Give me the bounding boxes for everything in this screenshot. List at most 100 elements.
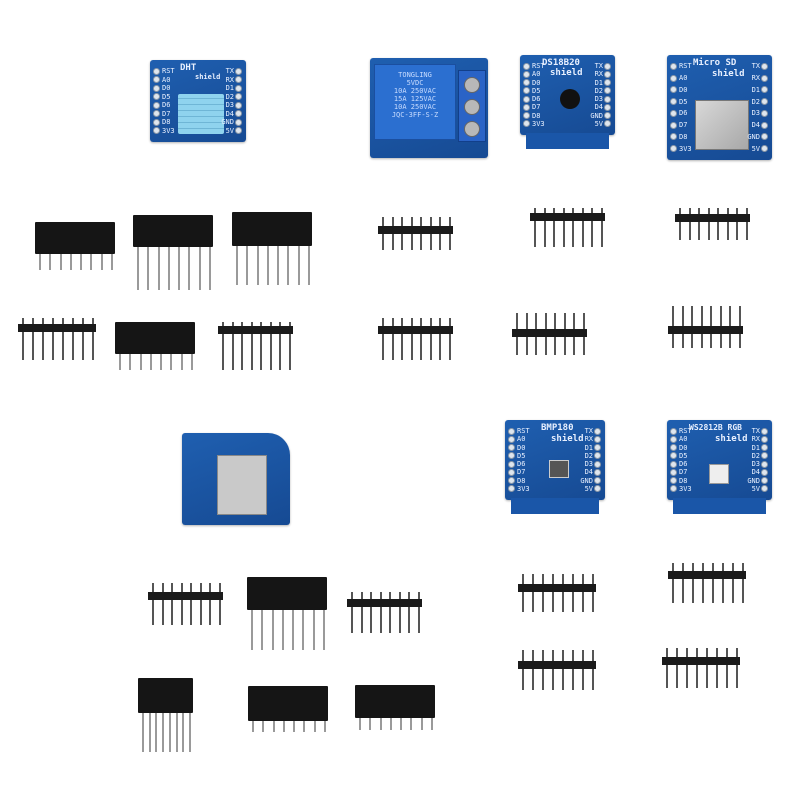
pin-leg	[198, 247, 201, 290]
pin-leg	[534, 208, 536, 247]
male-pin-header	[668, 563, 746, 603]
pin-hole	[153, 76, 160, 84]
pin-leg	[379, 718, 382, 730]
pin-label: RX	[225, 75, 234, 84]
pin-leg	[726, 648, 728, 688]
pin-label: D6	[517, 460, 526, 469]
pin-leg	[148, 713, 151, 752]
pin-hole	[670, 452, 677, 460]
pin-leg	[302, 610, 305, 650]
pin-label: D4	[584, 468, 593, 477]
rgb-led	[709, 464, 729, 484]
header-strip	[148, 592, 223, 600]
esp8266-module	[217, 455, 267, 515]
pin-hole	[604, 87, 611, 95]
pin-label: 3V3	[679, 484, 692, 493]
pin-leg	[572, 208, 575, 247]
pin-leg	[679, 208, 681, 240]
pin-leg	[231, 322, 234, 370]
male-pin-header	[378, 217, 453, 250]
pin-leg	[736, 648, 738, 688]
pin-hole	[761, 468, 768, 476]
pin-hole	[523, 119, 530, 127]
pin-column	[594, 428, 602, 492]
header-body	[355, 685, 435, 718]
pin-leg	[359, 718, 361, 730]
pin-leg	[188, 247, 191, 290]
pin-label: D1	[594, 78, 603, 87]
pin-leg	[418, 592, 420, 633]
pin-leg	[262, 721, 265, 732]
pin-label: 3V3	[162, 126, 175, 135]
board-subtitle: shield	[712, 69, 745, 79]
pin-leg	[581, 208, 584, 247]
pin-label: D7	[679, 468, 688, 477]
pin-hole	[235, 76, 242, 84]
pin-hole	[235, 101, 242, 109]
male-pin-header	[675, 208, 750, 240]
pin-hole	[508, 428, 515, 435]
pin-leg	[410, 718, 413, 730]
pin-leg	[182, 713, 185, 752]
pin-label: 5V	[751, 144, 760, 153]
pin-leg	[293, 721, 296, 732]
pin-hole	[670, 133, 677, 141]
pin-leg	[170, 354, 173, 370]
pin-hole	[670, 428, 677, 435]
pin-leg	[272, 721, 275, 732]
pin-label: D4	[225, 109, 234, 118]
pin-label: D1	[584, 443, 593, 452]
male-pin-header	[347, 592, 422, 633]
pin-label: D5	[517, 451, 526, 460]
female-pin-header	[247, 577, 327, 650]
pin-leg	[522, 574, 524, 612]
pin-leg	[22, 318, 24, 360]
screw-icon	[464, 77, 480, 93]
pin-hole	[670, 144, 677, 152]
pin-hole	[761, 484, 768, 492]
pin-leg	[591, 208, 594, 247]
pin-leg	[420, 318, 423, 360]
pin-hole	[670, 86, 677, 94]
pin-hole	[670, 436, 677, 444]
pin-leg	[601, 208, 603, 247]
pin-hole	[594, 444, 601, 452]
pin-hole	[594, 428, 601, 435]
pin-leg	[449, 318, 451, 360]
pin-hole	[508, 444, 515, 452]
pin-label: D6	[532, 95, 541, 104]
pin-leg	[666, 648, 668, 688]
relay-text: 10A 250VAC	[393, 103, 437, 111]
female-pin-header	[248, 686, 328, 732]
pin-label: A0	[532, 70, 541, 79]
pin-hole	[670, 484, 677, 492]
pin-hole	[508, 460, 515, 468]
pin-leg	[542, 650, 544, 690]
pin-leg	[726, 208, 729, 240]
pin-leg	[688, 208, 691, 240]
pin-leg	[553, 208, 556, 247]
pin-label: 3V3	[532, 119, 545, 128]
pin-leg	[52, 318, 54, 360]
pin-leg	[292, 610, 295, 650]
pin-leg	[180, 354, 183, 370]
pin-leg	[92, 318, 94, 360]
pin-hole	[594, 476, 601, 484]
pin-leg	[439, 318, 442, 360]
pin-hole	[153, 84, 160, 92]
pin-label: D1	[751, 85, 760, 94]
pin-leg	[80, 254, 83, 270]
pin-hole	[594, 484, 601, 492]
header-strip	[347, 599, 422, 607]
male-pin-header	[530, 208, 605, 247]
header-strip	[378, 326, 453, 334]
pin-hole	[761, 121, 768, 129]
pin-leg	[209, 583, 212, 625]
pin-label: TX	[751, 62, 760, 70]
header-strip	[675, 214, 750, 222]
pin-hole	[523, 63, 530, 70]
pin-leg	[100, 254, 103, 270]
